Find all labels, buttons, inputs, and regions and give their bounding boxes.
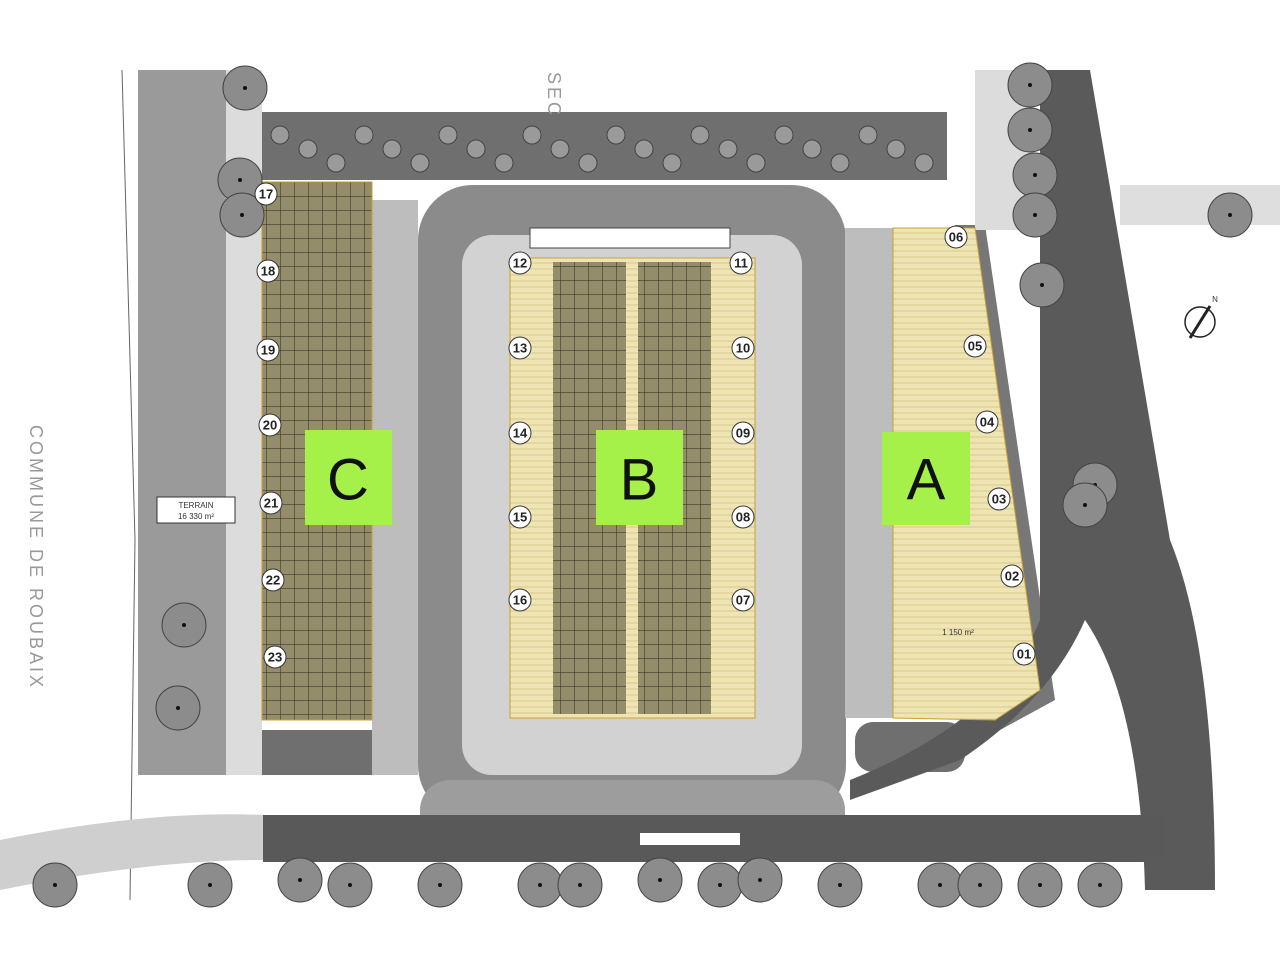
plot-marker [508, 336, 532, 360]
zone-a-label-bg [882, 432, 970, 525]
plot-number: 19 [261, 343, 275, 358]
shrub [662, 153, 682, 173]
plot-number: 18 [261, 264, 275, 279]
plot-number: 13 [513, 341, 527, 356]
plot-number: 07 [736, 593, 750, 608]
plot-marker [729, 251, 753, 275]
zone-b-label-bg [596, 430, 683, 525]
plot-number: 14 [513, 426, 528, 441]
plot-number: 04 [980, 415, 995, 430]
plot-marker [731, 588, 755, 612]
shrub [522, 125, 542, 145]
shrub [802, 139, 822, 159]
shrub [578, 153, 598, 173]
shrub [830, 153, 850, 173]
plot-marker [254, 182, 278, 206]
plot-marker [731, 421, 755, 445]
plot-number: 10 [736, 341, 750, 356]
terrain-box [156, 496, 236, 524]
plot-marker [731, 336, 755, 360]
plot-number: 15 [513, 510, 527, 525]
plot-marker [256, 259, 280, 283]
zone-a-label: A [907, 448, 946, 513]
shrub [690, 125, 710, 145]
plot-marker [944, 225, 968, 249]
zone-c-label: C [327, 448, 369, 513]
shrub [886, 139, 906, 159]
shrub [270, 125, 290, 145]
shrub [550, 139, 570, 159]
plot-marker [261, 568, 285, 592]
boundary-line [121, 69, 136, 901]
terrain-label: TERRAIN [178, 501, 213, 510]
shrub [326, 153, 346, 173]
shrub [466, 139, 486, 159]
svg-text:N: N [1212, 295, 1218, 304]
zone-c-label-bg [305, 430, 392, 525]
plot-number: 21 [264, 496, 278, 511]
shrub [354, 125, 374, 145]
plot-marker [263, 645, 287, 669]
shrub [858, 125, 878, 145]
plot-marker [508, 251, 532, 275]
plot-number: 20 [263, 418, 277, 433]
plot-number: 05 [968, 339, 982, 354]
shrub [634, 139, 654, 159]
plot-marker [1000, 564, 1024, 588]
left-strip [138, 70, 226, 775]
plot-marker [259, 491, 283, 515]
shrub [494, 153, 514, 173]
zone-a-area: 1 150 m² [942, 628, 974, 637]
main-road-right [850, 70, 1215, 890]
compass-icon: N [1184, 295, 1218, 339]
plot-number: 08 [736, 510, 750, 525]
plot-marker [508, 588, 532, 612]
plot-number: 03 [992, 492, 1006, 507]
commune-label: COMMUNE DE ROUBAIX [26, 425, 46, 690]
plot-number: 16 [513, 593, 527, 608]
shrub [382, 139, 402, 159]
plot-marker [256, 338, 280, 362]
trees [32, 62, 1253, 908]
shrub [718, 139, 738, 159]
shrub [438, 125, 458, 145]
shrub [298, 139, 318, 159]
plot-marker [975, 410, 999, 434]
shrub [746, 153, 766, 173]
plot-number: 01 [1017, 647, 1031, 662]
plot-marker [508, 421, 532, 445]
plot-marker [258, 413, 282, 437]
plot-number: 17 [259, 187, 273, 202]
plot-number: 23 [268, 650, 282, 665]
terrain-area: 16 330 m² [178, 512, 214, 521]
plot-number: 12 [513, 256, 527, 271]
shrub [606, 125, 626, 145]
shrub [914, 153, 934, 173]
plot-marker [1012, 642, 1036, 666]
plot-number: 11 [734, 256, 748, 271]
plot-number: 09 [736, 426, 750, 441]
shrub [410, 153, 430, 173]
plot-marker [508, 505, 532, 529]
plot-number: 22 [266, 573, 280, 588]
zone-b-label: B [620, 448, 659, 513]
plot-number: 02 [1005, 569, 1019, 584]
plot-marker [731, 505, 755, 529]
plot-number: 06 [949, 230, 963, 245]
street-label: SEC [544, 72, 564, 118]
plot-marker [963, 334, 987, 358]
plot-marker [987, 487, 1011, 511]
plot-numbers: 17 18 19 20 21 22 23 12 13 14 15 16 11 10 09 08 07 06 05 04… [254, 182, 1036, 669]
shrub [774, 125, 794, 145]
